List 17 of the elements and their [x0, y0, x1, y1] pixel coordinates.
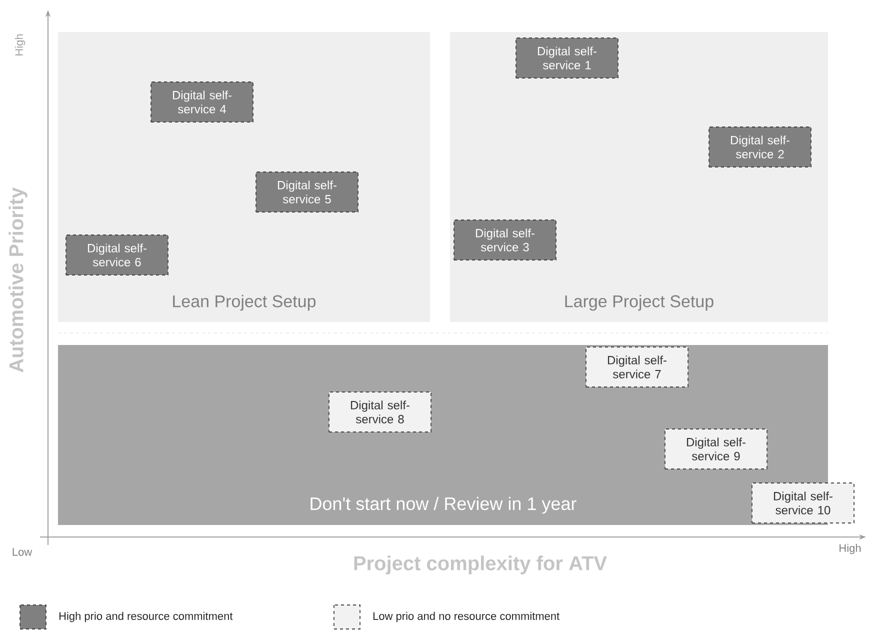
- axis-end-label: High: [840, 544, 861, 554]
- service-box: Digital self-service 7: [586, 346, 688, 388]
- legend-text: High prio and resource commitment: [59, 612, 233, 622]
- service-box: Digital self-service 9: [664, 428, 768, 470]
- service-box: Digital self-service 4: [150, 82, 254, 122]
- service-box: Digital self-service 3: [454, 220, 556, 260]
- service-box: Digital self-service 1: [516, 38, 618, 78]
- service-box: Digital self-service 5: [256, 172, 358, 212]
- axis-title: Automotive Priority: [8, 187, 28, 372]
- legend-text: Low prio and no resource commitment: [373, 612, 560, 622]
- service-box: Digital self-service 10: [752, 482, 854, 524]
- service-box: Digital self-service 8: [328, 392, 432, 432]
- service-box: Digital self-service 2: [708, 126, 812, 168]
- axis-end-label: High: [14, 34, 26, 56]
- axis-title: Project complexity for ATV: [354, 556, 607, 574]
- service-box: Digital self-service 6: [66, 234, 168, 276]
- axis-end-label: Low: [12, 548, 32, 556]
